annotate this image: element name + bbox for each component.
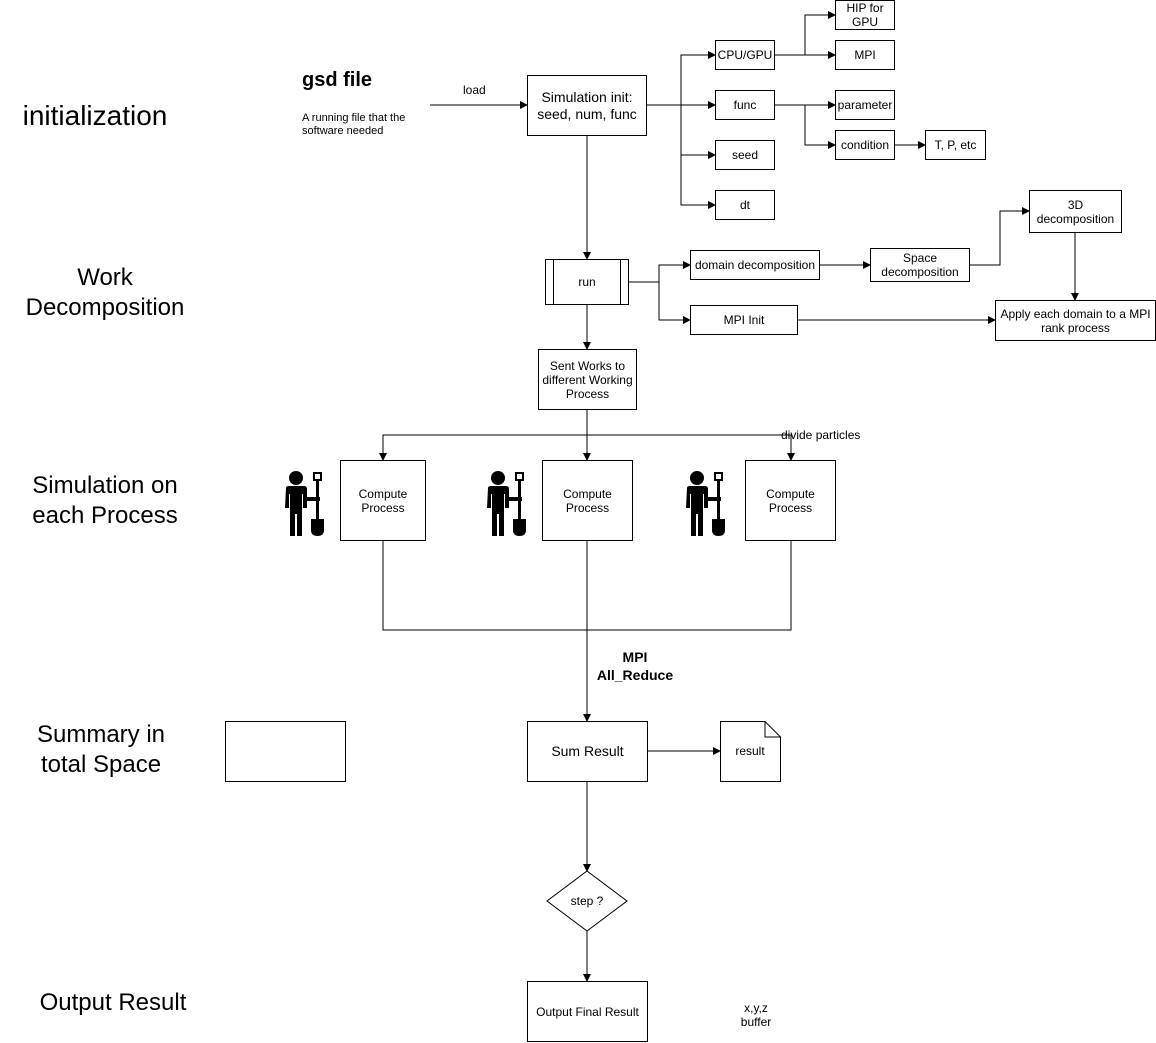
step-decision bbox=[546, 870, 628, 932]
stage-initialization: initialization bbox=[22, 100, 168, 131]
arrow-cpu-to-hip bbox=[775, 11, 836, 56]
compute-process-box-3: Compute Process bbox=[745, 460, 836, 541]
tp-box: T, P, etc bbox=[925, 130, 986, 160]
space-decomposition-box: Space decomposition bbox=[870, 248, 970, 282]
arrow-run-to-mpiinit bbox=[658, 282, 691, 324]
load-label: load bbox=[463, 83, 486, 97]
divide-particles-label: divide particles bbox=[781, 428, 861, 442]
output-final-result-box: Output Final Result bbox=[527, 981, 648, 1042]
3d-decomposition-box: 3D decomposition bbox=[1029, 190, 1122, 233]
step-decision-label: step ? bbox=[570, 894, 604, 908]
arrow-init-to-dt bbox=[680, 155, 716, 209]
gsd-file-description: A running file that the software needed bbox=[302, 112, 406, 137]
dt-box: dt bbox=[715, 190, 775, 220]
stage-simulation: Simulation on each Process bbox=[32, 472, 178, 529]
worker-icon bbox=[285, 471, 324, 536]
stage-output: Output Result bbox=[39, 989, 187, 1016]
mpi-allreduce-label: MPI All_Reduce bbox=[596, 649, 674, 683]
run-process-box: run bbox=[545, 259, 629, 305]
hip-gpu-box: HIP for GPU bbox=[835, 0, 895, 30]
seed-box: seed bbox=[715, 140, 775, 170]
arrow-sent-to-compute-3 bbox=[587, 434, 795, 461]
cpu-gpu-box: CPU/GPU bbox=[715, 40, 775, 70]
arrow-init-to-cpu bbox=[647, 51, 716, 106]
mpi-init-box: MPI Init bbox=[690, 305, 798, 335]
mpi-box: MPI bbox=[835, 40, 895, 70]
sent-works-box: Sent Works to different Working Process bbox=[538, 349, 637, 410]
worker-icon bbox=[686, 471, 725, 536]
arrow-space-to-3d bbox=[970, 207, 1030, 266]
arrow-run-to-domain bbox=[629, 261, 691, 283]
result-document-icon bbox=[720, 721, 781, 782]
compute-process-box-1: Compute Process bbox=[340, 460, 426, 541]
stage-summary: Summary in total Space bbox=[36, 721, 166, 778]
gsd-file-title: gsd file bbox=[302, 69, 373, 91]
worker-icon bbox=[487, 471, 526, 536]
result-document-label: result bbox=[735, 744, 765, 758]
xyz-buffer-label: x,y,z buffer bbox=[740, 1001, 772, 1029]
arrow-init-to-seed bbox=[680, 105, 716, 159]
apply-domain-box: Apply each domain to a MPI rank process bbox=[995, 300, 1156, 341]
parameter-box: parameter bbox=[835, 90, 895, 120]
func-box: func bbox=[715, 90, 775, 120]
empty-box bbox=[225, 721, 346, 782]
condition-box: condition bbox=[835, 130, 895, 160]
stage-work-decomposition: Work Decomposition bbox=[25, 264, 185, 321]
arrow-func-to-condition bbox=[804, 105, 836, 149]
sum-result-box: Sum Result bbox=[527, 721, 648, 782]
compute-process-box-2: Compute Process bbox=[542, 460, 633, 541]
domain-decomposition-box: domain decomposition bbox=[690, 250, 820, 280]
arrow-sent-to-compute-1 bbox=[379, 434, 587, 461]
simulation-init-box: Simulation init: seed, num, func bbox=[527, 75, 647, 136]
